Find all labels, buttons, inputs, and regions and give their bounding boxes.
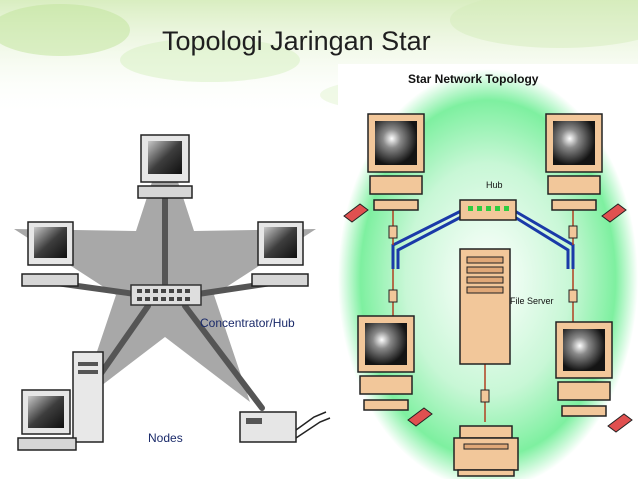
network-hub — [459, 199, 517, 221]
computer-left — [21, 221, 79, 287]
file-server-label: File Server — [510, 296, 554, 306]
star-topology-diagram-right: Star Network Topology Hub File Server — [338, 64, 638, 479]
cable-taps — [388, 225, 578, 403]
nodes-label: Nodes — [148, 431, 183, 445]
printer — [453, 425, 519, 477]
slide-title: Topologi Jaringan Star — [162, 26, 431, 56]
computer-top — [137, 134, 193, 199]
hub-label: Hub — [486, 180, 503, 190]
computer-bottom-left — [357, 315, 433, 427]
computer-top-left — [343, 113, 425, 223]
hub-callout-label: Concentrator/Hub — [200, 316, 295, 330]
concentrator-hub — [130, 284, 202, 306]
diagram-title: Star Network Topology — [408, 72, 539, 86]
computer-bottom-right — [555, 321, 633, 433]
computer-bottom-left — [17, 351, 104, 451]
printer — [239, 411, 331, 443]
file-server — [459, 248, 511, 365]
computer-right — [251, 221, 309, 287]
star-topology-diagram-left: Concentrator/Hub Nodes — [0, 112, 338, 479]
computer-top-right — [545, 113, 627, 223]
